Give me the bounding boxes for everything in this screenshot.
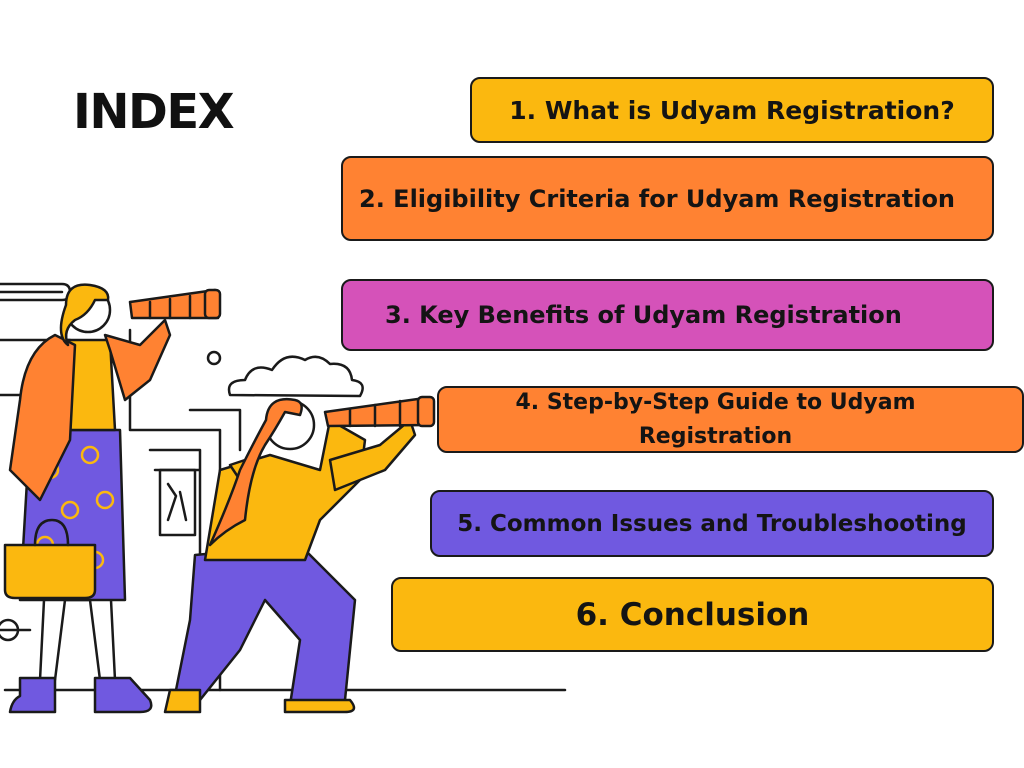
index-item-1: 1. What is Udyam Registration? xyxy=(470,77,994,143)
index-item-5: 5. Common Issues and Troubleshooting xyxy=(430,490,994,557)
hair xyxy=(208,397,303,547)
pants xyxy=(173,543,357,707)
index-item-label: 5. Common Issues and Troubleshooting xyxy=(457,510,967,537)
people-with-telescopes-illustration xyxy=(0,282,567,714)
window-shape xyxy=(166,482,188,522)
page-title: INDEX xyxy=(73,84,235,140)
shoe xyxy=(163,688,202,714)
arm xyxy=(328,418,417,492)
index-item-6: 6. Conclusion xyxy=(391,577,994,652)
bag-handle xyxy=(33,518,70,547)
index-item-2: 2. Eligibility Criteria for Udyam Regist… xyxy=(341,156,994,241)
index-item-label: 2. Eligibility Criteria for Udyam Regist… xyxy=(359,184,956,213)
index-item-3: 3. Key Benefits of Udyam Registration xyxy=(341,279,994,351)
index-item-label: 4. Step-by-Step Guide to Udyam Registrat… xyxy=(515,389,916,449)
handbag xyxy=(3,543,97,600)
boot xyxy=(8,676,57,714)
telescope xyxy=(323,396,430,428)
index-item-label: 3. Key Benefits of Udyam Registration xyxy=(385,301,902,329)
index-item-4: 4. Step-by-Step Guide to Udyam Registrat… xyxy=(437,386,1024,453)
shoe xyxy=(283,698,356,714)
building-outline xyxy=(0,282,72,302)
small-circle xyxy=(206,350,222,366)
cloud-shape xyxy=(227,355,364,398)
index-item-label: 6. Conclusion xyxy=(575,596,810,633)
index-item-label: 1. What is Udyam Registration? xyxy=(509,95,955,125)
hair xyxy=(59,283,110,347)
jacket xyxy=(8,333,77,502)
boot xyxy=(93,676,153,714)
jacket xyxy=(103,318,172,402)
window-shape xyxy=(158,468,197,537)
